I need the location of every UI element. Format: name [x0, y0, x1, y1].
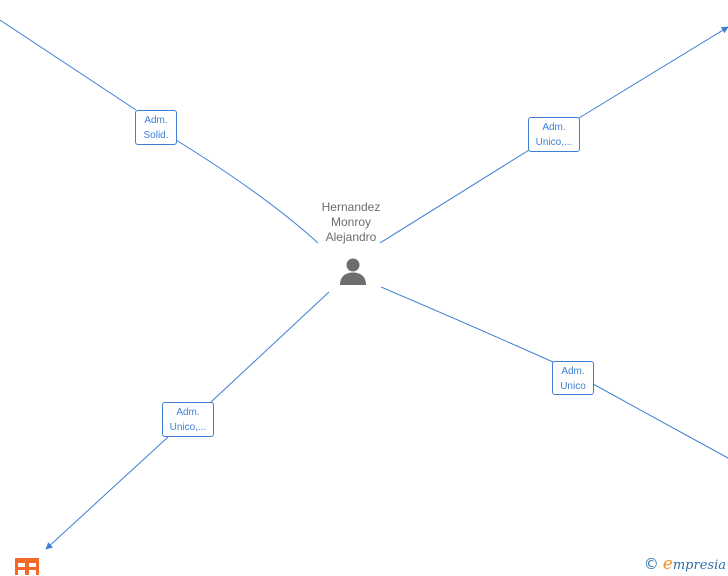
role-line: Adm. [561, 366, 585, 377]
role-badge-bottom-left[interactable]: Adm. Unico,... [162, 402, 214, 437]
role-line: Unico,... [535, 137, 573, 148]
empresia-logo: ©empresia [644, 554, 726, 574]
edge-top-right-b [578, 26, 728, 119]
role-line: Unico,... [169, 422, 207, 433]
edge-bottom-left-a [210, 291, 330, 403]
person-name-line: Monroy [330, 215, 371, 229]
brand-initial: e [662, 554, 673, 574]
role-badge-top-right[interactable]: Adm. Unico,... [528, 117, 580, 152]
role-line: Adm. [176, 407, 200, 418]
copyright-icon: © [643, 555, 659, 573]
role-badge-bottom-right[interactable]: Adm. Unico [552, 361, 594, 395]
edge-bottom-left-b [45, 436, 169, 550]
role-line: Unico [560, 381, 586, 392]
edge-top-left [0, 19, 319, 244]
person-icon[interactable] [338, 256, 368, 286]
brand-name: mpresia [672, 558, 726, 573]
person-name-line: Alejandro [325, 230, 377, 244]
role-line: Adm. [542, 122, 566, 133]
edge-bottom-right [380, 286, 728, 459]
building-icon[interactable] [15, 558, 39, 575]
role-line: Adm. [144, 115, 168, 126]
role-line: Solid. [143, 130, 169, 141]
edge-top-right-a [379, 149, 530, 244]
role-badge-top-left[interactable]: Adm. Solid. [135, 110, 177, 145]
person-name: Hernandez Monroy Alejandro [301, 200, 401, 245]
person-name-line: Hernandez [321, 200, 381, 214]
